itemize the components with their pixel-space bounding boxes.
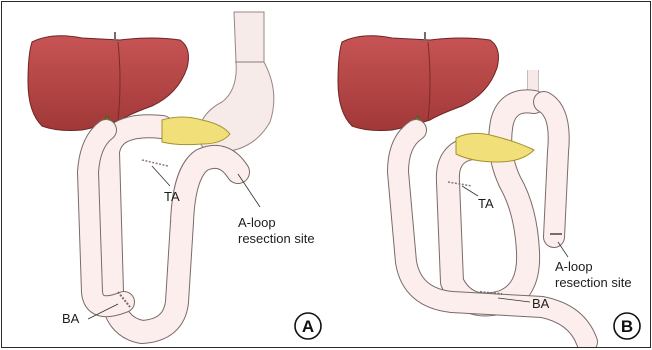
aloop-label-line1-b: A-loop	[555, 259, 593, 274]
pancreas-b	[456, 133, 534, 162]
aloop-label-line1-a: A-loop	[238, 215, 276, 230]
ta-label-b: TA	[478, 196, 494, 211]
anatomy-diagram: TA A-loop resection site BA A	[2, 2, 650, 347]
panel-b: TA A-loop resection site BA B	[338, 32, 640, 342]
panel-a-badge-label: A	[302, 317, 314, 336]
ta-leader-a	[152, 166, 170, 186]
ta-label-a: TA	[164, 189, 180, 204]
ba-label-b: BA	[532, 296, 550, 311]
panel-a: TA A-loop resection site BA A	[28, 12, 321, 339]
ta-leader-b	[462, 186, 478, 196]
aloop-leader-a	[238, 174, 260, 207]
panel-b-badge-label: B	[621, 317, 633, 336]
aloop-label-line2-a: resection site	[238, 231, 315, 246]
ba-label-a: BA	[62, 311, 80, 326]
aloop-leader-b	[558, 242, 568, 257]
aloop-label-line2-b: resection site	[555, 275, 632, 290]
ta-staple-a	[142, 160, 168, 166]
